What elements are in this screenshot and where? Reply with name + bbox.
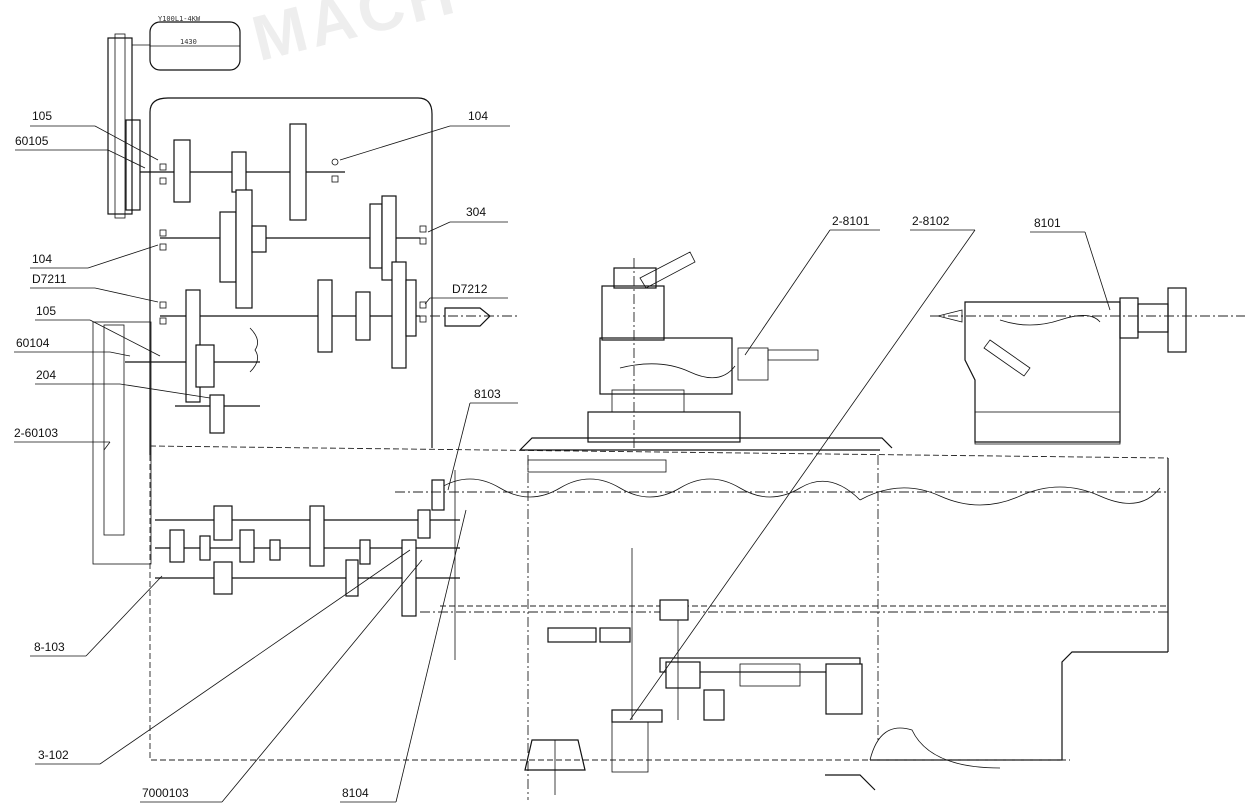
label-8-103: 8-103 xyxy=(34,640,65,654)
label-7000103: 7000103 xyxy=(142,786,189,800)
motor-label: Y100L1-4KW xyxy=(158,15,201,23)
label-60105: 60105 xyxy=(15,134,49,148)
label-304: 304 xyxy=(466,205,487,219)
label-2-60103: 2-60103 xyxy=(14,426,59,440)
lead-screw xyxy=(395,459,1168,613)
headstock-housing xyxy=(92,97,433,565)
belt-pulley xyxy=(107,33,150,219)
bearing-marks xyxy=(159,158,427,325)
label-104-left: 104 xyxy=(32,252,53,266)
label-D7211: D7211 xyxy=(32,272,67,286)
headstock-gears xyxy=(103,123,417,536)
label-204: 204 xyxy=(36,368,57,382)
label-8103: 8103 xyxy=(474,387,501,401)
label-3-102: 3-102 xyxy=(38,748,69,762)
lathe-bed xyxy=(149,437,1169,800)
label-105-top: 105 xyxy=(32,109,53,123)
label-105-mid: 105 xyxy=(36,304,57,318)
apron-gears xyxy=(524,548,876,795)
gearbox xyxy=(155,470,460,660)
label-D7212: D7212 xyxy=(452,282,488,296)
label-2-8102: 2-8102 xyxy=(912,214,950,228)
carriage xyxy=(587,251,819,448)
spindle-nose xyxy=(430,307,520,327)
label-104-right: 104 xyxy=(468,109,489,123)
label-8101: 8101 xyxy=(1034,216,1061,230)
motor-label-2: 1430 xyxy=(180,38,197,46)
label-2-8101: 2-8101 xyxy=(832,214,870,228)
motor xyxy=(149,21,241,71)
leader-lines xyxy=(14,125,1111,803)
tailstock xyxy=(930,287,1245,445)
label-60104: 60104 xyxy=(16,336,50,350)
label-8104: 8104 xyxy=(342,786,369,800)
